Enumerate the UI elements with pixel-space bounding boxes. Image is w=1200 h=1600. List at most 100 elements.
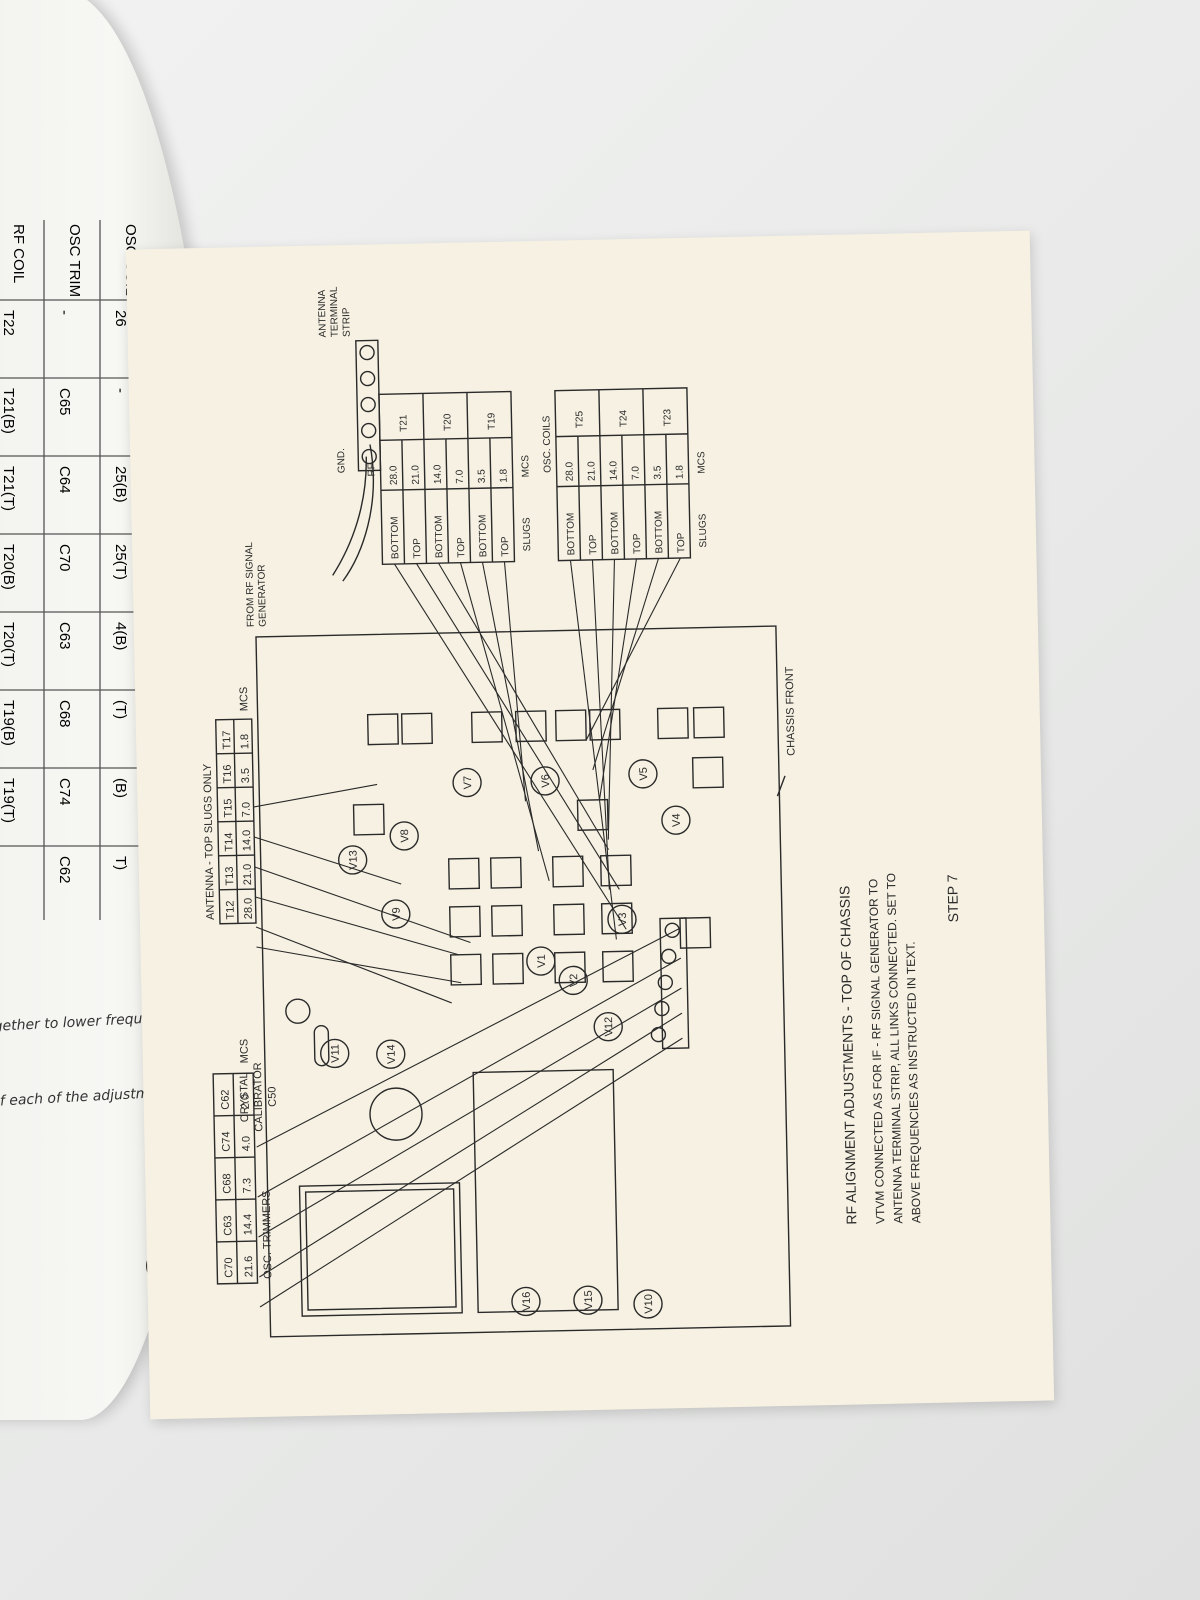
osc-coils-table-row-line (643, 434, 648, 559)
osc-trimmer-value-C74: 4.0 (240, 1136, 252, 1152)
antenna-strip-label: ANTENNA (317, 289, 329, 337)
antenna-header-T16: T16 (222, 764, 234, 783)
rf-signal-generator-label: FROM RF SIGNAL (244, 542, 257, 628)
coil-can (514, 710, 547, 743)
tube-label-v16: V16 (521, 1292, 533, 1312)
antenna-table-row-line (217, 820, 254, 823)
tube-label-v7: V7 (462, 776, 474, 790)
chassis-outline (255, 625, 792, 1338)
tube-v7 (452, 767, 482, 798)
tube-label-v8: V8 (399, 829, 411, 843)
tube-label-v9: V9 (391, 907, 403, 921)
osc-trimmers-row-line (216, 1240, 257, 1243)
rf-table-coil-t19: T19 (486, 412, 497, 430)
antenna-header-T17: T17 (221, 730, 233, 749)
left-table-cell: - (112, 388, 129, 393)
antenna-strip-label: STRIP (341, 307, 353, 337)
tube-label-v6: V6 (540, 774, 552, 788)
left-table-cell: C68 (56, 700, 73, 728)
osc-coils-table-row-line (599, 435, 604, 560)
terminal-strip-lug (650, 1026, 667, 1043)
osc-trimmer-value-C68: 7.3 (241, 1178, 253, 1194)
left-table-cell: C62 (56, 856, 73, 884)
antenna-value-T13: 21.0 (242, 864, 254, 886)
crystal-trimmer-circle (285, 998, 311, 1024)
osc-trimmers-unit: MCS (238, 1039, 251, 1064)
rf-table-footer-slugs: SLUGS (522, 517, 534, 551)
left-table-cell: (T) (112, 700, 129, 719)
antenna-table-row-line (216, 752, 253, 755)
tube-v16 (511, 1286, 541, 1317)
coil-can (366, 713, 399, 746)
tube-v8 (389, 821, 419, 851)
rf-table-coil-t20: T20 (442, 413, 453, 431)
crystal-calibrator-label: CALIBRATOR (252, 1062, 265, 1132)
coil-can (576, 798, 609, 831)
tube-label-v11: V11 (330, 1044, 342, 1063)
coil-can (692, 706, 725, 739)
terminal-strip-lug (664, 922, 680, 939)
leader-line (257, 957, 682, 1198)
coil-can (490, 904, 524, 937)
left-table-cell: T) (112, 856, 129, 870)
osc-trimmers-row-line (214, 1156, 255, 1159)
leader-line (607, 559, 615, 840)
antenna-value-T17: 1.8 (239, 734, 251, 750)
osc-coils-table-title: OSC. COILS (541, 415, 553, 473)
tube-v10 (633, 1289, 663, 1319)
rf-table-slug-0: BOTTOM (389, 516, 401, 559)
left-table-cell: C65 (56, 388, 73, 416)
coil-can (352, 803, 385, 836)
tube-v4 (661, 805, 691, 835)
osc-coils-table-col-line (555, 433, 688, 438)
left-table-cell: T21(T) (0, 466, 17, 511)
antenna-header-T15: T15 (222, 798, 234, 817)
osc-coils-table-col-line (556, 483, 689, 488)
antenna-table-row-line (219, 888, 256, 891)
caption-line-2: ANTENNA TERMINAL STRIP, ALL LINKS CONNEC… (884, 873, 905, 1224)
antenna-value-T12: 28.0 (242, 898, 254, 920)
leader-line (253, 783, 378, 808)
osc-trimmer-header-C63: C63 (222, 1215, 234, 1235)
left-table-cell: T19(B) (0, 700, 17, 746)
leader-line (459, 562, 550, 882)
left-table-cell: T20(B) (0, 544, 17, 590)
tube-v13 (337, 845, 368, 875)
rf-table-group-line (422, 393, 425, 440)
antenna-header-T12: T12 (225, 900, 237, 919)
crystal-calibrator-label: C50 (266, 1086, 278, 1106)
osc-coils-table-coil-t24: T24 (618, 409, 629, 427)
rf-table-row-line (467, 438, 472, 563)
left-table-cell: C74 (56, 778, 73, 806)
leader-line (591, 559, 610, 890)
leader-line (585, 557, 681, 741)
leader-line (255, 896, 459, 956)
leader-line (438, 562, 609, 850)
tube-v15 (573, 1285, 603, 1315)
antenna-table-row-line (218, 854, 255, 857)
tube-v9 (381, 899, 411, 929)
coil-can (691, 756, 724, 789)
osc-trimmers-title: OSC. TRIMMERS (261, 1190, 275, 1279)
left-table-cell: 4(B) (112, 622, 129, 650)
osc-coils-table-mcs-2: 14.0 (608, 460, 619, 480)
leader-line (254, 836, 402, 885)
osc-coils-table-row-line (665, 434, 670, 559)
left-table-cell: T20(T) (0, 622, 17, 667)
tube-label-v5: V5 (638, 767, 650, 781)
coil-can (551, 855, 584, 888)
antenna-terminal-screw (359, 344, 375, 361)
left-table-header: OSC TRIM (66, 224, 83, 297)
tube-label-v12: V12 (603, 1017, 615, 1037)
rf-table-slug-3: TOP (456, 537, 467, 558)
terminal-strip (659, 917, 690, 1050)
tube-v5 (628, 759, 658, 789)
leader-line (416, 563, 620, 890)
coil-can (491, 952, 525, 985)
crystal-calibrator-label: CRYSTAL (238, 1072, 251, 1122)
left-table-cell: - (56, 310, 73, 315)
osc-trimmer-header-C74: C74 (220, 1131, 232, 1151)
rf-table-col-line (379, 436, 512, 442)
gnd-label: GND. (336, 448, 348, 473)
